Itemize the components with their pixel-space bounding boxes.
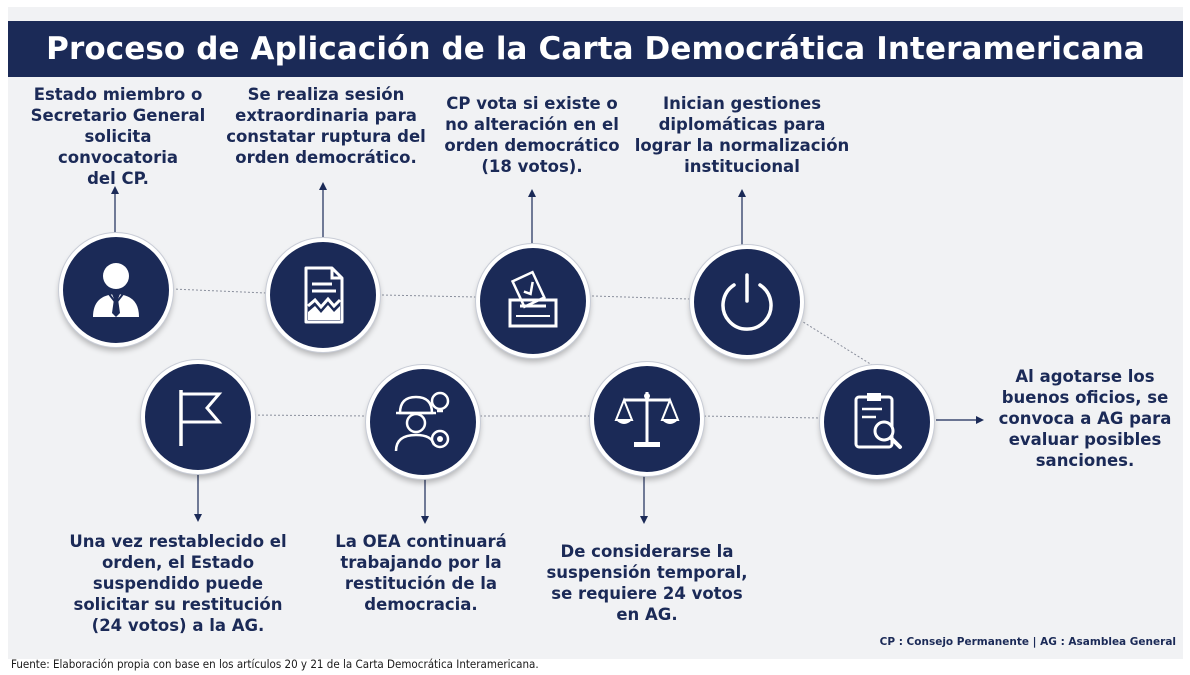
step-4-circle: [690, 245, 804, 359]
dotted-link-7-8: [699, 415, 821, 419]
step-5-circle: [141, 360, 255, 474]
step-1-label: Estado miembro o Secretario General soli…: [30, 85, 206, 188]
step-4-label: Inician gestiones diplomáticas para logr…: [634, 94, 850, 176]
ballot-box-icon: [508, 270, 558, 328]
dotted-link-1-2: [171, 288, 267, 294]
flag-icon: [179, 390, 223, 446]
step-7-circle: [590, 362, 704, 476]
step-2-label: Se realiza sesión extraordinaria para co…: [226, 85, 426, 167]
businessman-icon: [93, 263, 139, 317]
dotted-link-2-3: [381, 294, 477, 298]
dotted-link-3-4: [591, 295, 691, 300]
diagram-background: [8, 7, 1183, 659]
torn-document-icon: [304, 266, 344, 324]
abbreviation-legend: CP : Consejo Permanente | AG : Asamblea …: [879, 636, 1176, 648]
step-1-circle: [59, 233, 173, 347]
step-3-label: CP vota si existe o no alteración en el …: [444, 94, 620, 176]
step-3-circle: [476, 244, 590, 358]
power-icon: [721, 273, 773, 331]
step-6-label: La OEA continuará trabajando por la rest…: [335, 532, 507, 614]
clipboard-search-icon: [854, 393, 902, 449]
step-5-label: Una vez restablecido el orden, el Estado…: [69, 532, 287, 635]
dotted-link-5-6: [249, 414, 369, 417]
step-6-circle: [366, 365, 480, 479]
scales-icon: [614, 392, 680, 447]
step-7-label: De considerarse la suspensión temporal, …: [546, 542, 748, 624]
title-banner: Proceso de Aplicación de la Carta Democr…: [8, 21, 1183, 77]
dotted-link-4-8: [799, 319, 881, 371]
source-note: Fuente: Elaboración propia con base en l…: [11, 657, 539, 671]
step-8-label: Al agotarse los buenos oficios, se convo…: [998, 367, 1172, 470]
step-8-circle: [820, 365, 934, 479]
step-2-circle: [266, 238, 380, 352]
worker-idea-icon: [394, 391, 450, 452]
diagram-title: Proceso de Aplicación de la Carta Democr…: [46, 31, 1145, 67]
